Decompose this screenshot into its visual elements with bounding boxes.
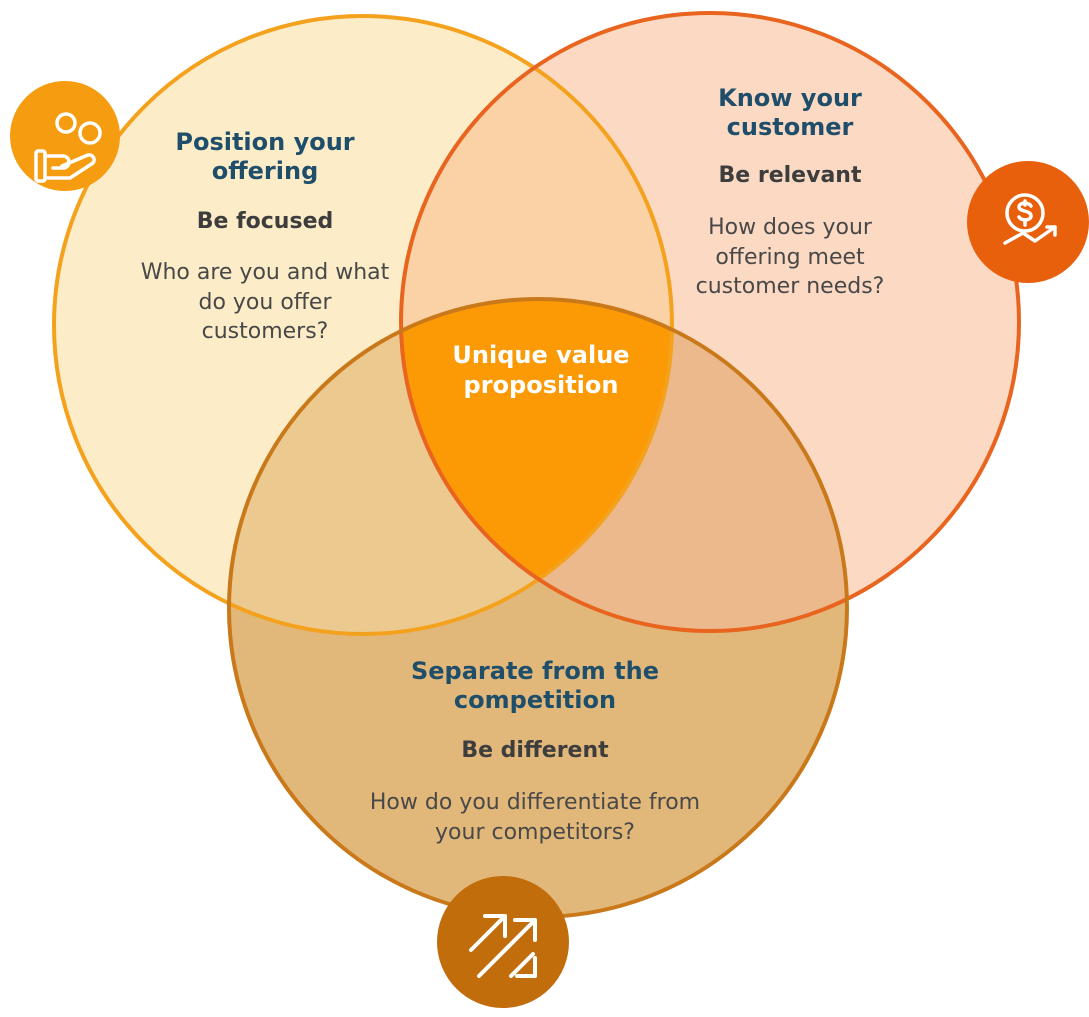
center-label: Unique value proposition [452, 341, 630, 399]
right-subtitle: Be relevant [718, 163, 862, 188]
right-title: Know your customer [718, 84, 862, 142]
diagonal-arrows-icon [437, 876, 569, 1008]
hand-coins-icon [10, 81, 120, 191]
bottom-title: Separate from the competition [410, 657, 660, 715]
left-title: Position your offering [175, 128, 355, 186]
bottom-subtitle: Be different [461, 738, 609, 763]
left-subtitle: Be focused [196, 209, 334, 234]
left-body: Who are you and what do you offer custom… [140, 260, 390, 345]
circle-right-outline [399, 11, 1021, 633]
right-body: How does your offering meet customer nee… [695, 215, 885, 300]
bottom-body: How do you differentiate from your compe… [369, 790, 701, 845]
circle-left-outline [52, 14, 674, 636]
dollar-growth-icon [967, 161, 1089, 283]
